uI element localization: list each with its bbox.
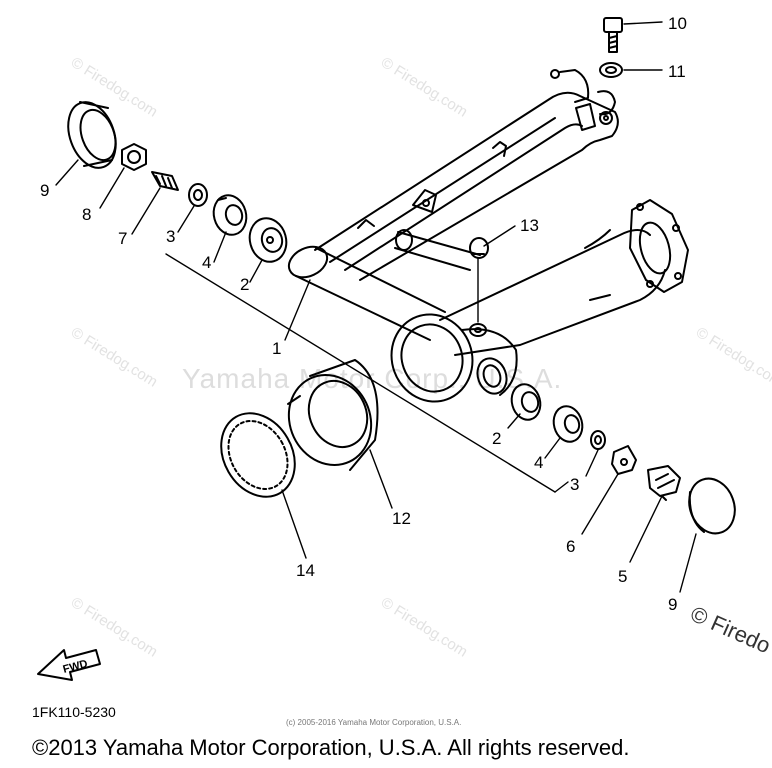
oil-seal-part-4-right [552,405,584,443]
callout-4-right: 4 [534,453,543,472]
bearing-part-2-left [248,217,288,263]
callout-7: 7 [118,229,127,248]
watermark-tile: © Firedog.com [68,594,161,661]
watermark-tile: © Firedog.com [68,324,161,391]
callout-14: 14 [296,561,315,580]
collar-part-3-right [590,430,606,450]
callout-4-left: 4 [202,253,211,272]
callout-6: 6 [566,537,575,556]
bearing-part-2-right [510,383,542,421]
collar-part-3-left [188,183,208,207]
oil-seal-part-4-left [212,194,248,236]
callout-9-left: 9 [40,181,49,200]
adjust-bolt-part-5 [647,465,681,501]
callout-numbers: 10 11 13 9 8 7 3 4 2 1 2 4 3 6 5 9 12 14 [40,14,687,614]
watermark-tile: © Firedog.com [378,594,471,661]
small-copyright: (c) 2005-2016 Yamaha Motor Corporation, … [286,718,462,727]
fwd-arrow [37,649,101,681]
callout-9-right: 9 [668,595,677,614]
nut-part-8 [121,143,147,171]
cap-part-9-left [67,101,117,169]
lock-washer-part-6 [611,445,637,475]
dust-cover-part-12 [287,359,379,471]
grease-nipple-part-13 [469,237,489,259]
callout-2-left: 2 [240,275,249,294]
copyright-notice: ©2013 Yamaha Motor Corporation, U.S.A. A… [32,735,630,760]
pivot-shaft-part-7 [151,171,179,191]
callout-8: 8 [82,205,91,224]
callout-5: 5 [618,567,627,586]
bolt-part-10 [603,17,623,53]
washer-part-11 [599,62,623,78]
cap-part-9-right [688,477,736,535]
callout-11: 11 [668,62,686,81]
callout-12: 12 [392,509,411,528]
callout-2-right: 2 [492,429,501,448]
watermark-tile: © Firedog.com [68,54,161,121]
watermark-tile: © Firedog.com [693,324,772,391]
fwd-label: FWD [62,658,89,676]
drawing-code: 1FK110-5230 [32,704,116,720]
seal-ring-part-14 [220,412,296,498]
callout-3-left: 3 [166,227,175,246]
watermark-tiles: © Firedog.com © Firedog.com © Firedog.co… [68,54,772,661]
callout-13: 13 [520,216,539,235]
callout-3-right: 3 [570,475,579,494]
swingarm [287,69,689,403]
callout-1: 1 [272,339,281,358]
watermark-tile: © Firedog.com [378,54,471,121]
callout-10: 10 [668,14,687,33]
leader-lines [55,21,697,593]
